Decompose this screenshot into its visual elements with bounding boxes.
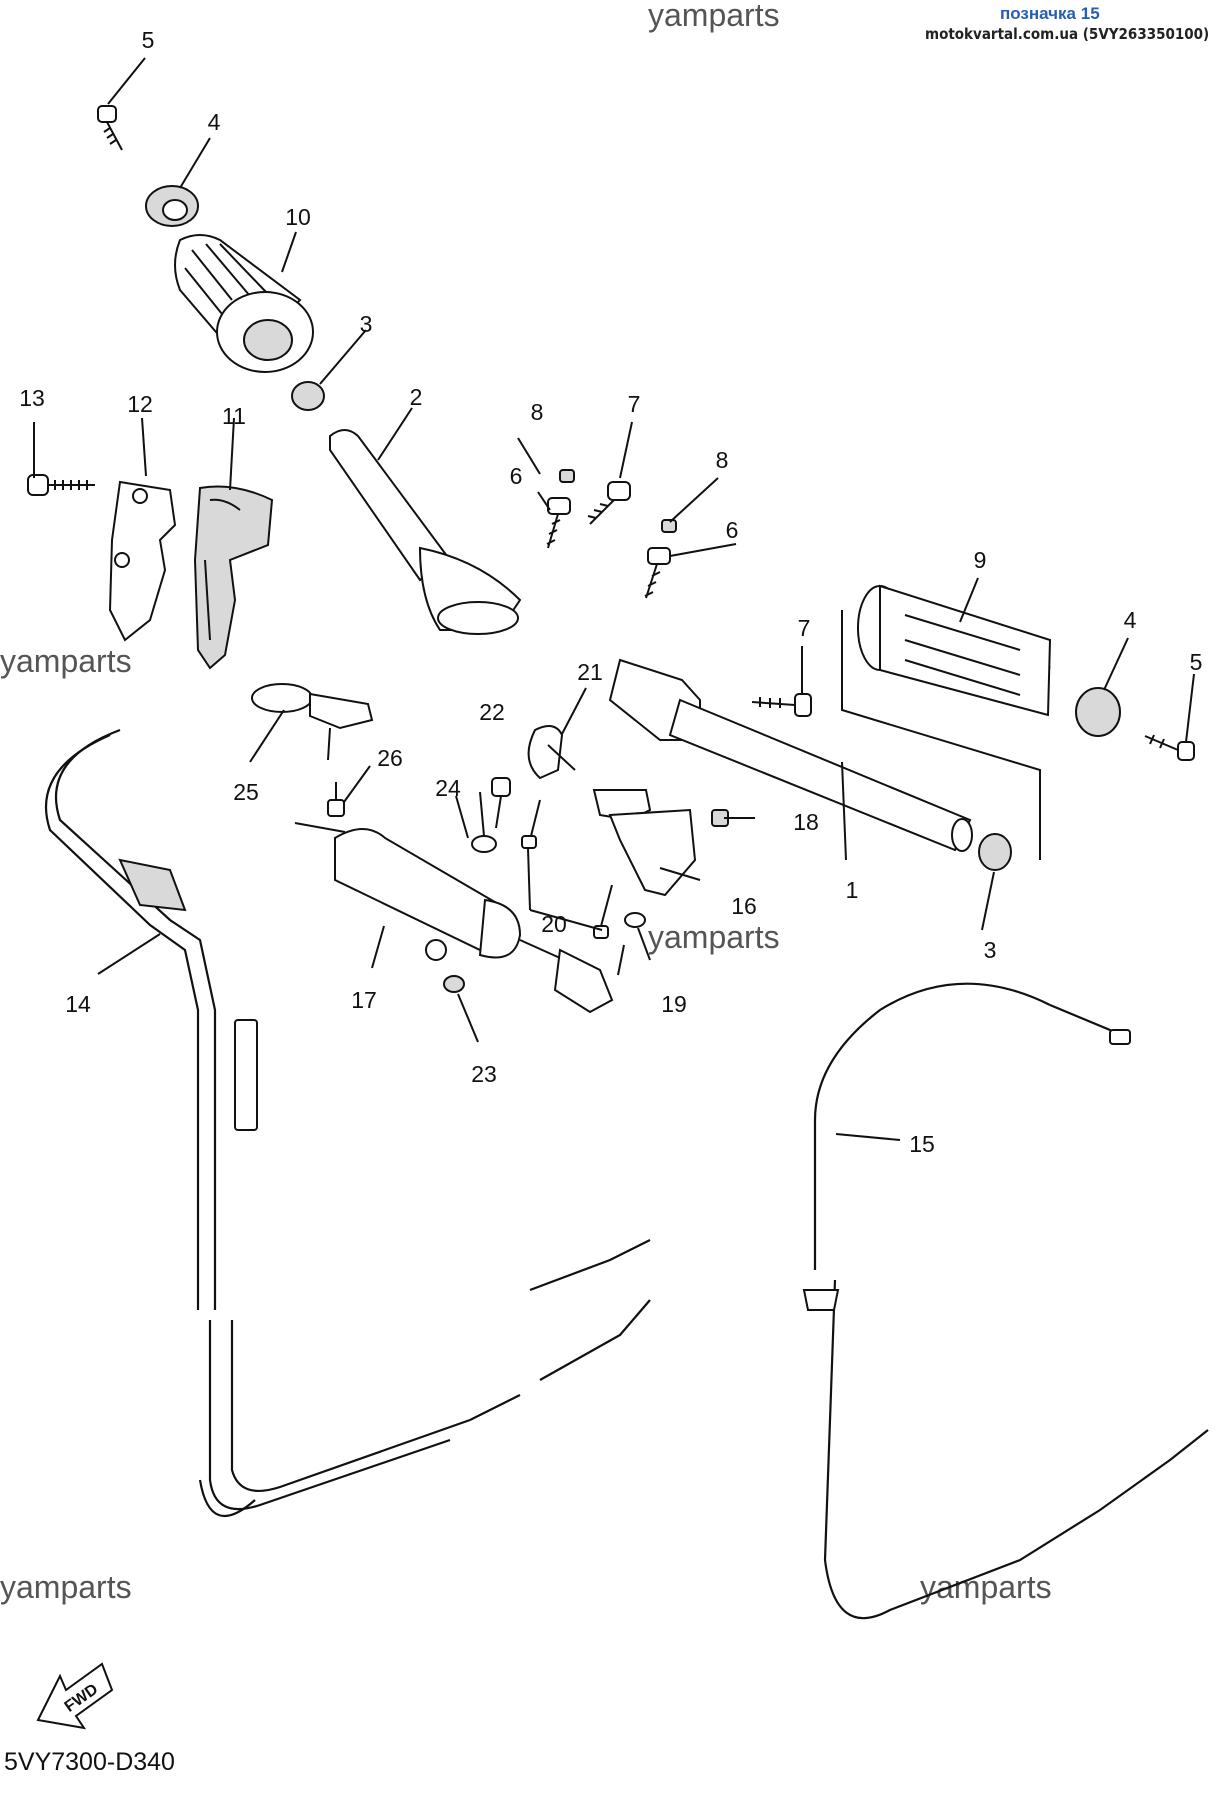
watermark: yamparts (648, 919, 780, 955)
grip-9 (857, 584, 1052, 717)
handlebar-1-right (608, 658, 973, 852)
diagram-code: 5VY7300-D340 (4, 1748, 175, 1776)
callout-4: 4 (208, 109, 221, 135)
bar-end-weight-4-left (145, 185, 199, 227)
bolt-26 (327, 782, 345, 817)
callout-7: 7 (628, 391, 641, 417)
callout-8: 8 (531, 399, 544, 425)
bolt-5-right (1144, 734, 1195, 761)
damper-17 (294, 822, 614, 1014)
bar-end-3-right (978, 833, 1012, 871)
watermark: yamparts (920, 1569, 1052, 1605)
callout-26: 26 (377, 745, 403, 771)
callout-22: 22 (479, 699, 505, 725)
callout-24: 24 (435, 775, 461, 801)
bolt-7-upper (587, 481, 631, 525)
callout-11: 11 (222, 403, 246, 429)
watermark: yamparts (0, 1569, 132, 1605)
bolt-5-left (97, 105, 123, 151)
fwd-arrow-icon: FWD (36, 1662, 114, 1730)
bar-end-3-left (291, 381, 325, 411)
bolt-20 (521, 799, 613, 939)
callout-19: 19 (661, 991, 687, 1017)
mount-25 (251, 683, 374, 761)
callout-17: 17 (351, 987, 377, 1013)
bar-end-weight-4-right (1075, 687, 1121, 737)
callout-20: 20 (541, 911, 567, 937)
callout-6: 6 (510, 463, 523, 489)
stud-19 (617, 944, 625, 976)
callout-8: 8 (716, 447, 729, 473)
washer-19 (624, 912, 646, 928)
header-site: motokvartal.com.ua (5VY263350100) (925, 25, 1210, 43)
watermark: yamparts (648, 0, 780, 33)
callout-5: 5 (142, 27, 155, 53)
callout-21: 21 (577, 659, 603, 685)
callout-3: 3 (984, 937, 997, 963)
leader-lines (33, 57, 1195, 1141)
switch-housing-11 (193, 485, 274, 670)
nut-8-upper (559, 469, 575, 483)
clamp-21 (527, 725, 576, 780)
cover-12 (108, 480, 177, 642)
grip-10 (174, 234, 314, 373)
callout-23: 23 (471, 1061, 497, 1087)
bracket-16 (592, 789, 697, 897)
callout-2: 2 (410, 384, 423, 410)
bolt-7-right (751, 693, 812, 717)
callout-18: 18 (793, 809, 819, 835)
nut-8-right (661, 519, 677, 533)
bolt-13 (27, 474, 95, 496)
callout-1: 1 (846, 877, 859, 903)
nut-23 (443, 975, 465, 993)
callout-6: 6 (726, 517, 739, 543)
callout-13: 13 (19, 385, 45, 411)
callout-9: 9 (974, 547, 987, 573)
callout-25: 25 (233, 779, 259, 805)
washer-24 (471, 835, 497, 853)
handlebar-2-left (329, 429, 522, 635)
grip-group-bracket (841, 610, 1041, 860)
callout-16: 16 (731, 893, 757, 919)
callout-10: 10 (285, 204, 311, 230)
clutch-cable-15 (802, 982, 1209, 1620)
watermark: yamparts (0, 643, 132, 679)
callout-4: 4 (1124, 607, 1137, 633)
callout-5: 5 (1190, 649, 1203, 675)
callout-15: 15 (909, 1131, 935, 1157)
callout-14: 14 (65, 991, 91, 1017)
bolt-6-upper (546, 497, 571, 549)
callout-12: 12 (127, 391, 153, 417)
throttle-cables-14 (45, 728, 651, 1517)
bolt-6-right (644, 547, 671, 599)
header-title: позначка 15 (1000, 4, 1100, 23)
callout-7: 7 (798, 615, 811, 641)
bolt-22 (491, 777, 511, 829)
callout-3: 3 (360, 311, 373, 337)
